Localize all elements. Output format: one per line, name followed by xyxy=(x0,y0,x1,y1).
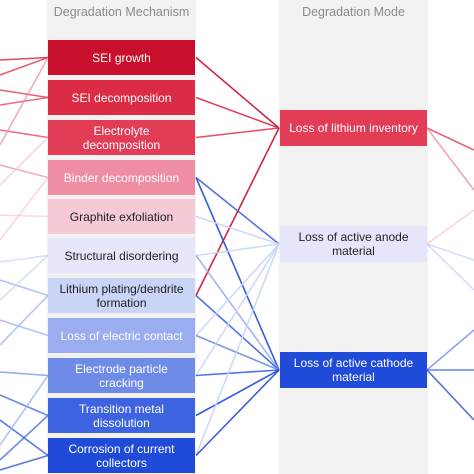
left-link-1 xyxy=(0,56,49,76)
link-10 xyxy=(195,243,280,337)
left-link-16 xyxy=(0,394,49,417)
link-0 xyxy=(195,56,280,129)
link-5 xyxy=(195,176,280,245)
right-link-7 xyxy=(426,369,474,421)
mechanism-box-2: Electrolyte decomposition xyxy=(48,120,195,155)
link-4 xyxy=(195,177,280,371)
mechanism-box-10: Corrosion of current collectors xyxy=(48,438,195,473)
link-7 xyxy=(195,243,280,257)
left-link-11 xyxy=(0,279,49,297)
right-link-1 xyxy=(426,127,474,191)
left-link-7 xyxy=(0,136,49,186)
left-link-15 xyxy=(0,371,49,377)
left-link-8 xyxy=(0,214,49,218)
right-link-2 xyxy=(426,209,474,245)
mechanism-box-0: SEI growth xyxy=(48,40,195,75)
link-6 xyxy=(195,215,280,245)
left-link-14 xyxy=(0,294,49,346)
mode-header: Degradation Mode xyxy=(302,5,405,19)
link-13 xyxy=(195,369,280,377)
right-link-3 xyxy=(426,243,474,261)
left-link-0 xyxy=(0,56,49,61)
right-link-0 xyxy=(426,127,474,151)
left-link-2 xyxy=(0,89,49,99)
link-12 xyxy=(195,243,280,376)
left-link-19 xyxy=(0,414,49,461)
link-8 xyxy=(195,255,280,371)
mechanism-box-7: Loss of electric contact xyxy=(48,318,195,353)
link-16 xyxy=(195,369,280,457)
mechanism-box-9: Transition metal dissolution xyxy=(48,398,195,433)
link-1 xyxy=(195,96,280,129)
link-15 xyxy=(195,243,280,456)
mode-box-0: Loss of lithium inventory xyxy=(280,110,427,146)
mode-box-2: Loss of active cathode material xyxy=(280,352,427,388)
left-link-20 xyxy=(0,454,49,471)
mechanism-box-3: Binder decomposition xyxy=(48,160,195,195)
mechanism-box-8: Electrode particle cracking xyxy=(48,358,195,393)
left-link-9 xyxy=(0,177,49,241)
right-link-5 xyxy=(426,329,474,371)
left-link-12 xyxy=(0,254,49,301)
mechanism-box-6: Lithium plating/dendrite formation xyxy=(48,278,195,313)
left-link-5 xyxy=(0,57,49,146)
left-link-13 xyxy=(0,319,49,337)
link-9 xyxy=(195,294,280,371)
left-link-6 xyxy=(0,164,49,179)
mechanism-box-4: Graphite exfoliation xyxy=(48,199,195,234)
right-link-4 xyxy=(426,243,474,291)
mechanism-header: Degradation Mechanism xyxy=(53,5,190,19)
mechanism-box-1: SEI decomposition xyxy=(48,80,195,115)
mechanism-column-bg xyxy=(47,0,196,474)
link-2 xyxy=(195,127,280,139)
link-14 xyxy=(195,369,280,417)
link-11 xyxy=(195,334,280,371)
left-link-10 xyxy=(0,254,49,263)
mechanism-box-5: Structural disordering xyxy=(48,238,195,273)
mode-box-1: Loss of active anode material xyxy=(280,226,427,262)
left-link-18 xyxy=(0,375,49,446)
